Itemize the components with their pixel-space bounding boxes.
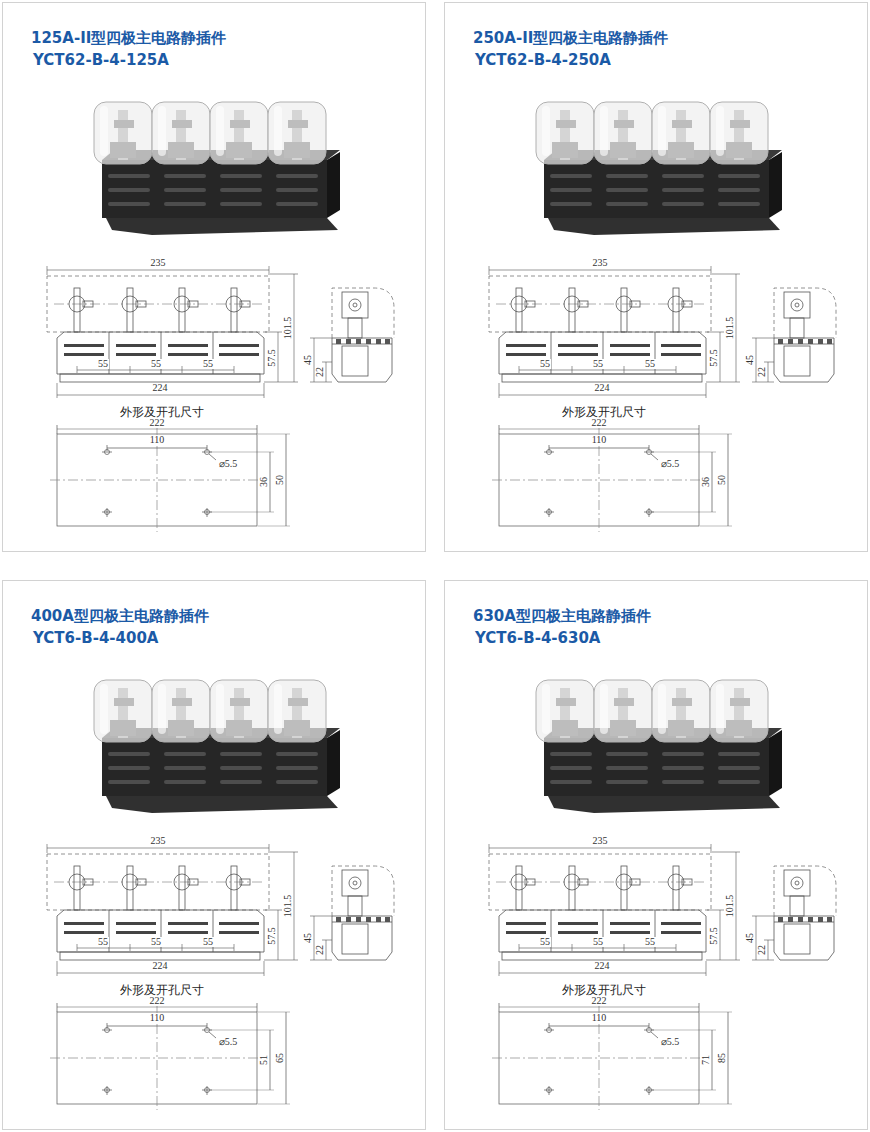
dimension-label: 110 xyxy=(149,435,166,445)
dimension-label: 235 xyxy=(150,258,167,268)
product-title: 125A-II型四极主电路静插件 xyxy=(31,29,226,47)
product-panel: 250A-II型四极主电路静插件 YCT62-B-4-250A xyxy=(444,2,868,552)
dimension-label: 224 xyxy=(594,383,611,393)
dimension-label: 222 xyxy=(591,418,608,428)
dimension-label: 55 xyxy=(97,937,109,947)
product-title: 400A型四极主电路静插件 xyxy=(31,607,209,625)
panel-drawing xyxy=(489,102,836,532)
dimension-label: 224 xyxy=(594,961,611,971)
dimension-label: 55 xyxy=(202,359,214,369)
dimension-label: 45 xyxy=(303,354,313,366)
dimension-label: 51 xyxy=(259,1054,269,1066)
dimension-label: 36 xyxy=(259,476,269,488)
dimension-label: 110 xyxy=(591,435,608,445)
dimension-label: 222 xyxy=(149,418,166,428)
dimension-label: 55 xyxy=(644,359,656,369)
dimension-label: 45 xyxy=(303,932,313,944)
dimension-label: 57.5 xyxy=(267,348,277,368)
dimension-label: 50 xyxy=(717,474,727,486)
dimension-label: 65 xyxy=(275,1052,285,1064)
dimension-label: 45 xyxy=(745,932,755,944)
dimension-label: 222 xyxy=(149,996,166,1006)
dimension-label: ⌀5.5 xyxy=(660,1037,681,1047)
product-title: 250A-II型四极主电路静插件 xyxy=(473,29,668,47)
dimension-label: 71 xyxy=(701,1054,711,1066)
dimension-label: 22 xyxy=(757,366,767,378)
dimension-label: 101.5 xyxy=(725,894,735,919)
model-number: YCT62-B-4-250A xyxy=(475,51,611,69)
dimension-label: 55 xyxy=(644,937,656,947)
dimension-label: 50 xyxy=(275,474,285,486)
dimension-label: 22 xyxy=(757,944,767,956)
panel-drawing xyxy=(47,680,394,1110)
model-number: YCT6-B-4-400A xyxy=(33,629,158,647)
panel-drawing xyxy=(47,102,394,532)
dimension-label: 55 xyxy=(592,937,604,947)
panel-drawing xyxy=(489,680,836,1110)
dimension-label: 55 xyxy=(150,937,162,947)
dimension-label: 101.5 xyxy=(283,894,293,919)
dimension-label: 22 xyxy=(315,366,325,378)
dimension-label: 57.5 xyxy=(709,348,719,368)
dimension-label: 235 xyxy=(150,836,167,846)
dimension-label: 22 xyxy=(315,944,325,956)
dimension-label: 101.5 xyxy=(725,316,735,341)
dimension-label: 85 xyxy=(717,1052,727,1064)
product-title: 630A型四极主电路静插件 xyxy=(473,607,651,625)
dimension-label: 101.5 xyxy=(283,316,293,341)
dimension-label: 235 xyxy=(592,836,609,846)
drawing-caption: 外形及开孔尺寸 xyxy=(118,406,206,418)
dimension-label: 224 xyxy=(152,383,169,393)
dimension-label: 235 xyxy=(592,258,609,268)
dimension-label: 222 xyxy=(591,996,608,1006)
dimension-label: 55 xyxy=(150,359,162,369)
dimension-label: 55 xyxy=(202,937,214,947)
product-panel: 400A型四极主电路静插件 YCT6-B-4-400A xyxy=(2,580,426,1130)
model-number: YCT62-B-4-125A xyxy=(33,51,169,69)
drawing-caption: 外形及开孔尺寸 xyxy=(560,406,648,418)
dimension-label: 57.5 xyxy=(709,926,719,946)
dimension-label: ⌀5.5 xyxy=(218,1037,239,1047)
dimension-label: 55 xyxy=(97,359,109,369)
product-panel: 125A-II型四极主电路静插件 YCT62-B-4-125A xyxy=(2,2,426,552)
dimension-label: 57.5 xyxy=(267,926,277,946)
dimension-label: ⌀5.5 xyxy=(660,459,681,469)
dimension-label: 36 xyxy=(701,476,711,488)
dimension-label: 110 xyxy=(591,1013,608,1023)
product-panel: 630A型四极主电路静插件 YCT6-B-4-630A xyxy=(444,580,868,1130)
drawing-caption: 外形及开孔尺寸 xyxy=(560,984,648,996)
dimension-label: 45 xyxy=(745,354,755,366)
dimension-label: 55 xyxy=(539,937,551,947)
model-number: YCT6-B-4-630A xyxy=(475,629,600,647)
dimension-label: ⌀5.5 xyxy=(218,459,239,469)
drawing-caption: 外形及开孔尺寸 xyxy=(118,984,206,996)
dimension-label: 55 xyxy=(539,359,551,369)
dimension-label: 224 xyxy=(152,961,169,971)
dimension-label: 110 xyxy=(149,1013,166,1023)
dimension-label: 55 xyxy=(592,359,604,369)
